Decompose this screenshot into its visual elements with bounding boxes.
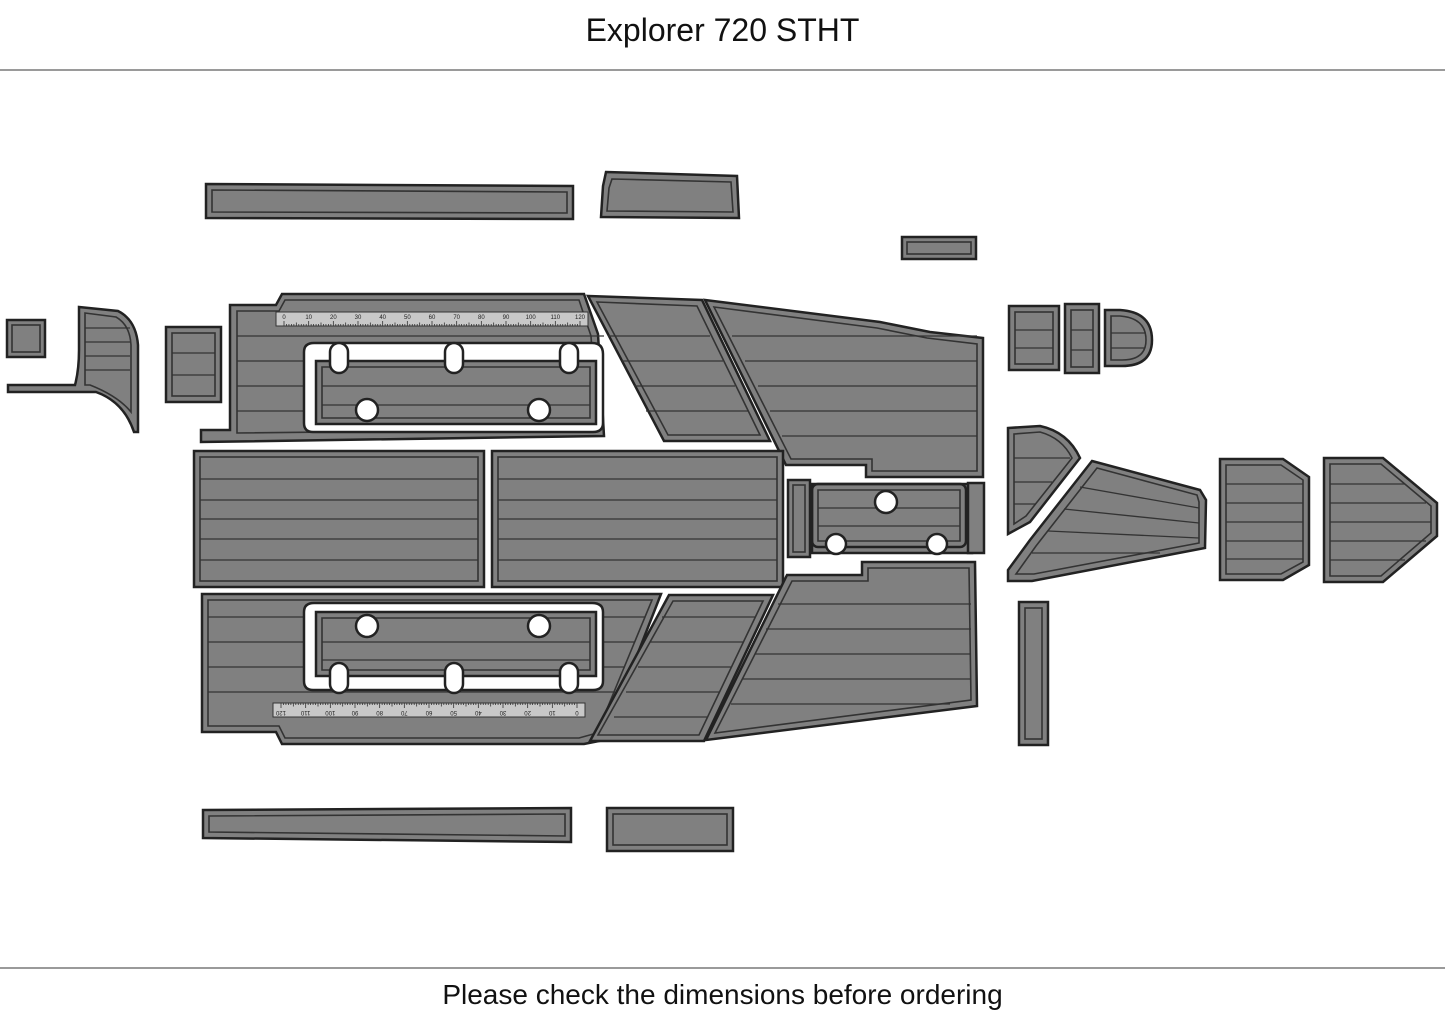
ruler-label: 30 — [355, 315, 362, 321]
footer-note: Please check the dimensions before order… — [442, 979, 1003, 1010]
ruler-label: 50 — [404, 315, 411, 321]
ruler-label: 50 — [450, 709, 457, 715]
pad-right-tapered — [1006, 459, 1208, 583]
ruler-label: 60 — [429, 315, 436, 321]
pad-right-small-2 — [1063, 302, 1101, 375]
pad-bottom-strip — [201, 806, 573, 844]
pad-bottom-small — [605, 806, 735, 853]
ruler-label: 40 — [379, 315, 386, 321]
ruler-label: 70 — [400, 709, 407, 715]
pad-right-small-rounded — [1103, 308, 1154, 368]
ruler-label: 90 — [503, 315, 510, 321]
ruler-label: 110 — [551, 315, 561, 321]
ruler-label: 10 — [305, 315, 312, 321]
ruler-label: 20 — [524, 709, 531, 715]
page-title: Explorer 720 STHT — [585, 12, 860, 48]
pad-step — [164, 325, 223, 404]
ruler-label: 30 — [499, 709, 506, 715]
ruler-label: 110 — [300, 709, 310, 715]
pad-left-square — [5, 318, 47, 359]
ruler-label: 0 — [575, 709, 579, 715]
ruler-label: 20 — [330, 315, 337, 321]
bottom-divider — [0, 967, 1445, 969]
ruler-label: 70 — [453, 315, 460, 321]
ruler-label: 120 — [575, 315, 586, 321]
pad-mid-hatch — [810, 481, 986, 556]
ruler-label: 80 — [376, 709, 383, 715]
ruler-label: 100 — [526, 315, 537, 321]
pad-hatch-small — [900, 235, 978, 261]
ruler-label: 10 — [548, 709, 555, 715]
pad-mid-narrow — [786, 478, 812, 559]
pad-right-pentagon-1 — [1218, 457, 1311, 582]
pad-left-curved — [6, 305, 140, 434]
ruler-label: 80 — [478, 315, 485, 321]
pad-top-strip — [204, 182, 575, 221]
pad-top-small — [599, 170, 741, 220]
ruler-label: 60 — [425, 709, 432, 715]
pad-mid-center — [490, 449, 785, 589]
ruler-label: 100 — [325, 709, 336, 715]
pad-upper-diagonal-2 — [702, 298, 985, 479]
top-divider — [0, 69, 1445, 71]
pad-right-vertical — [1017, 600, 1050, 747]
ruler-label: 90 — [351, 709, 358, 715]
pad-right-curved — [1006, 424, 1082, 537]
ruler-label: 120 — [275, 709, 286, 715]
pad-right-pentagon-2 — [1322, 456, 1439, 584]
pad-right-small-1 — [1007, 304, 1061, 372]
ruler-label: 0 — [282, 315, 286, 321]
pad-lower-diagonal-1 — [587, 593, 775, 743]
pad-mid-left — [192, 449, 486, 589]
pad-upper-diagonal-1 — [585, 294, 772, 443]
pad-upper-main: 0 10 20 30 40 50 60 70 80 90 100 110 120 — [199, 292, 606, 444]
ruler-label: 40 — [474, 709, 481, 715]
pad-lower-diagonal-2 — [703, 560, 979, 742]
